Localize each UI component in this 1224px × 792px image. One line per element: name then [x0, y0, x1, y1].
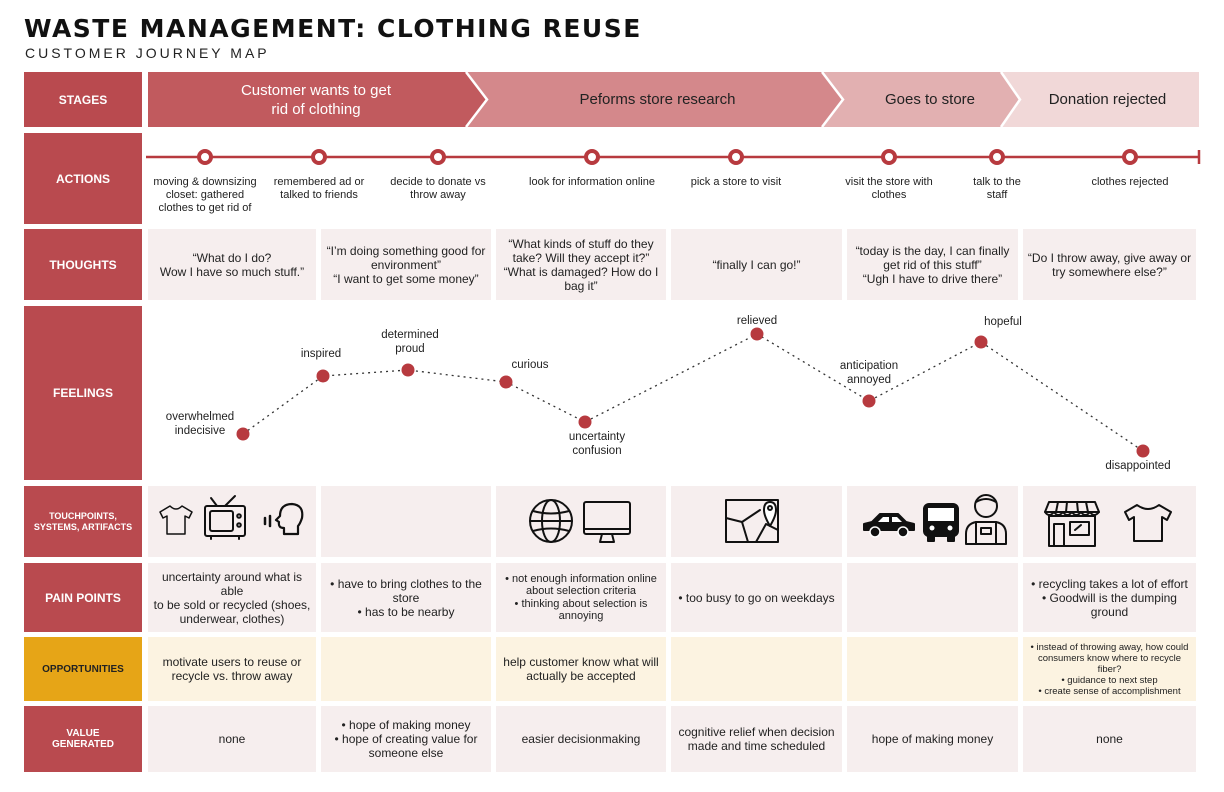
action-label: look for information online	[529, 176, 655, 188]
value-cell: none	[1023, 706, 1196, 772]
row-label-touchpoints: TOUCHPOINTS, SYSTEMS, ARTIFACTS	[24, 486, 142, 557]
row-label-feelings: FEELINGS	[24, 306, 142, 480]
pain-point-cell: • have to bring clothes to the store • h…	[321, 563, 491, 632]
row-label-value-generated: VALUE GENERATED	[24, 706, 142, 772]
feeling-point-disappointed	[1136, 444, 1150, 458]
feeling-label: disappointed	[1105, 460, 1171, 472]
speaking-head-icon	[263, 502, 304, 536]
thought-cell: “Do I throw away, give away or try somew…	[1023, 229, 1196, 300]
feeling-point-relieved	[750, 327, 764, 341]
stage-label-4: Donation rejected	[1048, 91, 1167, 108]
stage-chevron-1	[148, 72, 487, 127]
pain-point-cell: • not enough information online about se…	[496, 563, 666, 632]
row-label-opportunities: OPPORTUNITIES	[24, 637, 142, 701]
feeling-label: overwhelmed indecisive	[165, 411, 235, 437]
feeling-label: uncertainty confusion	[568, 431, 626, 457]
feeling-point-hopeful	[974, 335, 988, 349]
action-marker-5	[728, 149, 744, 165]
touchpoint-cell	[671, 486, 842, 557]
stage-chevrons	[148, 71, 1199, 128]
tv-icon	[204, 495, 246, 540]
pain-point-cell: • too busy to go on weekdays	[671, 563, 842, 632]
tshirt-icon	[159, 505, 193, 535]
feeling-point-curious	[499, 375, 513, 389]
thought-cell: “I’m doing something good for environmen…	[321, 229, 491, 300]
opportunity-cell	[321, 637, 491, 701]
feeling-label: inspired	[300, 348, 342, 360]
feeling-point-overwhelmed	[236, 427, 250, 441]
pain-point-cell: uncertainty around what is able to be so…	[148, 563, 316, 632]
action-label: pick a store to visit	[690, 176, 782, 188]
feeling-label: relieved	[736, 315, 778, 327]
opportunity-cell: • instead of throwing away, how could co…	[1023, 637, 1196, 701]
action-marker-6	[881, 149, 897, 165]
feelings-graph	[236, 327, 1150, 458]
value-cell: hope of making money	[847, 706, 1018, 772]
action-marker-1	[197, 149, 213, 165]
value-cell: easier decisionmaking	[496, 706, 666, 772]
tshirt-icon	[1124, 504, 1172, 542]
opportunity-cell: motivate users to reuse or recycle vs. t…	[148, 637, 316, 701]
feeling-point-anticipation	[862, 394, 876, 408]
feeling-label: determined proud	[381, 329, 439, 355]
stage-chevron-2	[466, 72, 843, 127]
action-label: remembered ad or talked to friends	[273, 176, 365, 201]
pain-point-cell: • recycling takes a lot of effort • Good…	[1023, 563, 1196, 632]
feeling-point-determined	[401, 363, 415, 377]
thought-cell: “What do I do? Wow I have so much stuff.…	[148, 229, 316, 300]
car-icon	[863, 513, 915, 538]
page-title: WASTE MANAGEMENT: CLOTHING REUSE	[24, 14, 642, 43]
stage-label-2: Peforms store research	[579, 91, 736, 108]
thought-cell: “What kinds of stuff do they take? Will …	[496, 229, 666, 300]
opportunity-cell	[847, 637, 1018, 701]
feeling-label: anticipation annoyed	[839, 360, 899, 386]
thought-cell: “finally I can go!”	[671, 229, 842, 300]
feeling-point-uncertainty	[578, 415, 592, 429]
action-marker-8	[1122, 149, 1138, 165]
stage-chevron-3	[822, 72, 1020, 127]
opportunity-cell	[671, 637, 842, 701]
pain-point-cell	[847, 563, 1018, 632]
value-cell: cognitive relief when decision made and …	[671, 706, 842, 772]
row-label-stages: STAGES	[24, 72, 142, 127]
stage-label-1: Customer wants to get rid of clothing	[240, 81, 392, 118]
action-label: decide to donate vs throw away	[390, 176, 486, 201]
action-marker-7	[989, 149, 1005, 165]
thought-cell: “today is the day, I can finally get rid…	[847, 229, 1018, 300]
touchpoint-cell	[496, 486, 666, 557]
action-label: moving & downsizing closet: gathered clo…	[153, 176, 257, 214]
staff-person-icon	[965, 494, 1007, 545]
action-marker-2	[311, 149, 327, 165]
globe-icon	[529, 499, 573, 543]
action-marker-3	[430, 149, 446, 165]
bus-icon	[923, 503, 959, 542]
monitor-icon	[583, 501, 631, 543]
row-label-thoughts: THOUGHTS	[24, 229, 142, 300]
action-label: talk to the staff	[973, 176, 1021, 201]
page-subtitle: CUSTOMER JOURNEY MAP	[25, 45, 270, 61]
row-label-pain-points: PAIN POINTS	[24, 563, 142, 632]
action-label: clothes rejected	[1091, 176, 1169, 188]
stage-chevron-4	[1001, 72, 1199, 127]
touchpoint-icons	[159, 494, 1172, 547]
row-label-actions: ACTIONS	[24, 133, 142, 224]
touchpoint-cell	[321, 486, 491, 557]
value-cell: • hope of making money • hope of creatin…	[321, 706, 491, 772]
storefront-icon	[1044, 501, 1100, 547]
action-marker-4	[584, 149, 600, 165]
action-label: visit the store with clothes	[845, 176, 933, 201]
value-cell: none	[148, 706, 316, 772]
actions-timeline	[146, 149, 1201, 165]
opportunity-cell: help customer know what will actually be…	[496, 637, 666, 701]
stage-label-3: Goes to store	[884, 91, 976, 108]
feeling-point-inspired	[316, 369, 330, 383]
feeling-label: hopeful	[984, 316, 1022, 328]
map-icon	[725, 499, 779, 543]
feeling-label: curious	[511, 359, 549, 371]
